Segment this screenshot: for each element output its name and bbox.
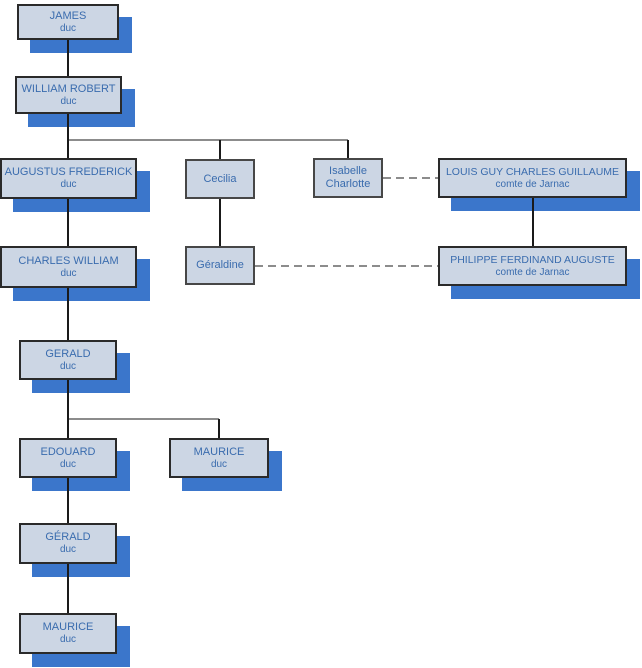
node-title-label: duc	[59, 634, 77, 645]
node-title-label: duc	[210, 458, 228, 470]
node-name-label: EDOUARD	[40, 445, 96, 458]
node-title-label: duc	[59, 458, 77, 470]
node-name-label: GERALD	[45, 347, 91, 360]
node-name-label: PHILIPPE FERDINAND AUGUSTE	[450, 253, 615, 266]
node-title-label: duc	[59, 360, 77, 372]
node-name-label: LOUIS GUY CHARLES GUILLAUME	[445, 165, 620, 178]
node-name-label: AUGUSTUS FREDERICK	[4, 166, 133, 178]
node-name-label: WILLIAM ROBERT	[21, 82, 116, 95]
node-title-label: duc	[59, 22, 77, 34]
tree-node-cecilia: Cecilia	[185, 159, 255, 199]
node-title-label: duc	[60, 179, 77, 190]
node-title-label: comte de Jarnac	[495, 266, 570, 278]
node-name-label: JAMES	[49, 9, 87, 22]
node-name-label: CHARLES WILLIAM	[18, 254, 119, 267]
node-name-label: GÉRALD	[45, 531, 91, 543]
tree-node-isabelle-charlotte: Isabelle Charlotte	[313, 158, 383, 198]
node-name-label: MAURICE	[42, 621, 94, 633]
node-name-label: Isabelle Charlotte	[325, 165, 371, 190]
node-name-label: MAURICE	[193, 445, 245, 458]
node-name-label: Géraldine	[196, 259, 244, 271]
node-title-label: duc	[60, 267, 77, 279]
node-title-label: comte de Jarnac	[495, 178, 570, 190]
node-name-label: Cecilia	[203, 172, 237, 185]
node-title-label: duc	[59, 544, 77, 555]
tree-node-geraldine: Géraldine	[185, 246, 255, 285]
node-title-label: duc	[60, 95, 77, 107]
